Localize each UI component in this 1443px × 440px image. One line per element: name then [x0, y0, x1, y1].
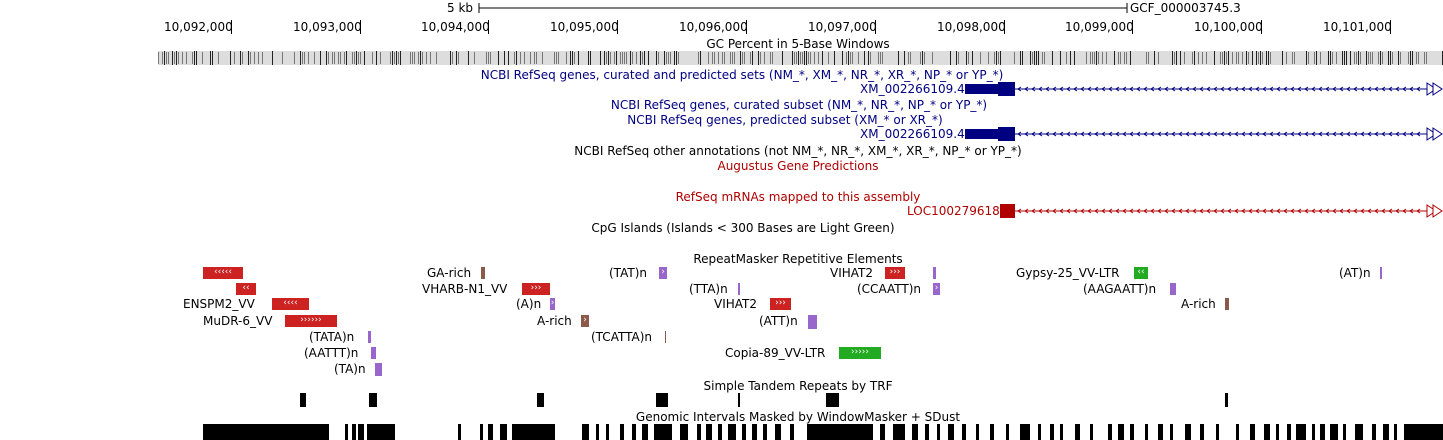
repeat-label[interactable]: A-rich [1181, 297, 1216, 311]
repeat-label[interactable]: (CCAATT)n [857, 282, 921, 296]
repeat-feature[interactable]: ‹‹‹‹ [272, 298, 309, 310]
track-title-refseq-other[interactable]: NCBI RefSeq other annotations (not NM_*,… [574, 144, 1022, 158]
ruler-tick [617, 20, 618, 34]
ruler-tick [1132, 20, 1133, 34]
ruler-tick [360, 20, 361, 34]
repeat-label[interactable]: (AATTT)n [304, 346, 359, 360]
repeat-feature[interactable] [1225, 298, 1229, 310]
ruler-tick-label: 10,096,000 [679, 20, 748, 34]
repeat-feature[interactable]: › [550, 298, 555, 310]
repeat-feature[interactable] [808, 315, 817, 329]
ruler-tick-label: 10,094,000 [421, 20, 490, 34]
assembly-label: GCF_000003745.3 [1130, 1, 1241, 15]
ruler-tick [488, 20, 489, 34]
repeat-feature[interactable]: ‹‹ [1134, 267, 1148, 279]
repeat-feature[interactable] [375, 363, 382, 376]
repeat-feature[interactable] [371, 347, 376, 359]
track-title-windowmasker[interactable]: Genomic Intervals Masked by WindowMasker… [635, 410, 961, 424]
ruler-tick [1004, 20, 1005, 34]
ruler-tick [1261, 20, 1262, 34]
track-title-refseq-predicted[interactable]: NCBI RefSeq genes, predicted subset (XM_… [627, 113, 943, 127]
ruler-tick-label: 10,093,000 [293, 20, 362, 34]
repeat-label[interactable]: ENSPM2_VV [183, 297, 255, 311]
repeat-feature[interactable]: ›››››› [285, 315, 337, 327]
repeat-label[interactable]: GA-rich [427, 266, 472, 280]
track-title-trf[interactable]: Simple Tandem Repeats by TRF [703, 379, 893, 393]
repeat-feature[interactable] [1380, 267, 1382, 279]
track-title-refseq-mrna[interactable]: RefSeq mRNAs mapped to this assembly [675, 190, 921, 204]
repeat-feature[interactable]: ››› [770, 298, 791, 310]
repeat-label[interactable]: Gypsy-25_VV-LTR [1016, 266, 1120, 280]
ruler-tick-label: 10,092,000 [164, 20, 233, 34]
repeat-feature[interactable] [1170, 283, 1176, 295]
repeat-feature[interactable] [933, 267, 936, 279]
repeat-feature[interactable] [738, 283, 740, 295]
track-title-augustus[interactable]: Augustus Gene Predictions [717, 159, 879, 173]
repeat-label[interactable]: MuDR-6_VV [203, 314, 273, 328]
scale-label: 5 kb [447, 1, 474, 15]
repeat-label[interactable]: (TCATTA)n [591, 330, 652, 344]
track-title-cpg[interactable]: CpG Islands (Islands < 300 Bases are Lig… [591, 221, 895, 235]
repeat-label[interactable]: (ATT)n [759, 314, 798, 328]
repeat-feature[interactable]: › [581, 315, 589, 327]
track-title-refseq-all[interactable]: NCBI RefSeq genes, curated and predicted… [480, 68, 1004, 82]
track-title-repeatmasker[interactable]: RepeatMasker Repetitive Elements [693, 252, 903, 266]
ruler-tick-label: 10,101,000 [1323, 20, 1392, 34]
repeat-label[interactable]: A-rich [537, 314, 572, 328]
ruler-tick [875, 20, 876, 34]
repeat-label[interactable]: (A)n [516, 297, 542, 311]
repeat-feature[interactable]: › [659, 267, 667, 279]
repeat-feature[interactable]: › [933, 283, 940, 295]
repeat-label[interactable]: (AT)n [1339, 266, 1371, 280]
ruler-tick-label: 10,097,000 [808, 20, 877, 34]
repeat-label[interactable]: VIHAT2 [714, 297, 758, 311]
repeat-feature[interactable]: ››››› [839, 347, 881, 359]
repeat-feature[interactable] [368, 331, 371, 343]
repeat-label[interactable]: (TTA)n [689, 282, 728, 296]
repeat-feature[interactable] [665, 331, 666, 343]
repeat-feature[interactable]: ‹‹ [236, 283, 256, 295]
gene-label-refseq-predicted[interactable]: XM_002266109.4 [860, 127, 965, 141]
repeat-label[interactable]: (TAT)n [609, 266, 647, 280]
ruler-tick-label: 10,100,000 [1194, 20, 1263, 34]
repeat-label[interactable]: Copia-89_VV-LTR [725, 346, 826, 360]
ruler-tick [231, 20, 232, 34]
gene-label-refseq-all[interactable]: XM_002266109.4 [860, 82, 965, 96]
repeat-feature[interactable]: ‹‹‹‹‹ [203, 267, 243, 279]
gene-label-mrna[interactable]: LOC100279618 [907, 204, 1000, 218]
track-title-refseq-curated[interactable]: NCBI RefSeq genes, curated subset (NM_*,… [610, 98, 988, 112]
ruler-tick [746, 20, 747, 34]
repeat-label[interactable]: VIHAT2 [830, 266, 874, 280]
repeat-label[interactable]: (AAGAATT)n [1083, 282, 1157, 296]
track-title-gc[interactable]: GC Percent in 5-Base Windows [706, 37, 890, 51]
ruler-tick-label: 10,099,000 [1065, 20, 1134, 34]
repeat-feature[interactable]: ››› [522, 283, 550, 295]
ruler-tick [1390, 20, 1391, 34]
ruler-tick-label: 10,095,000 [550, 20, 619, 34]
repeat-label[interactable]: (TA)n [334, 362, 366, 376]
repeat-feature[interactable] [481, 267, 485, 279]
repeat-label[interactable]: (TATA)n [309, 330, 355, 344]
repeat-feature[interactable]: ››› [885, 267, 905, 279]
ruler-tick-label: 10,098,000 [937, 20, 1006, 34]
repeat-label[interactable]: VHARB-N1_VV [422, 282, 508, 296]
